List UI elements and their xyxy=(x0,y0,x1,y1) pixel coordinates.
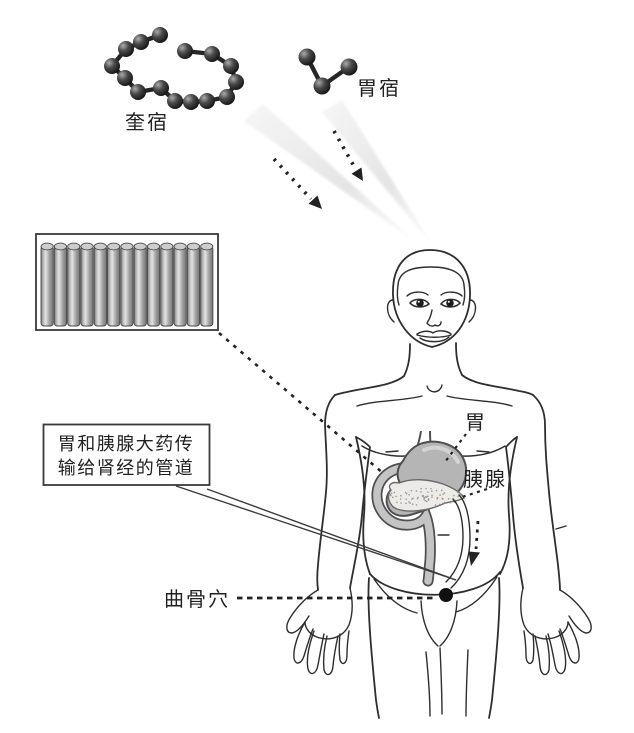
legs xyxy=(367,577,501,719)
right-eye xyxy=(439,298,462,308)
skull-outline xyxy=(392,249,471,348)
callout-box xyxy=(42,423,211,486)
callout-line1: 胃和胰腺大药传 xyxy=(58,434,195,454)
channel-flow-arrow xyxy=(468,520,480,566)
organs xyxy=(371,430,471,589)
clavicle-left xyxy=(356,395,423,407)
label-pointers xyxy=(237,433,488,600)
nipple-right xyxy=(476,450,490,453)
clavicle-right xyxy=(446,395,513,407)
hairline-left xyxy=(396,284,400,306)
left-ear xyxy=(386,299,395,323)
right-elbow-crease xyxy=(555,525,567,530)
dashed-arrow-left-head xyxy=(308,195,322,209)
callout-line2: 输给肾经的管道 xyxy=(58,458,195,478)
kuixiu-constellation xyxy=(104,27,244,110)
right-eyebrow xyxy=(440,291,463,297)
dashed-arrow-left xyxy=(272,157,313,201)
left-arm xyxy=(286,394,371,676)
pancreas-label: 胰腺 xyxy=(463,468,507,491)
callout: 胃和胰腺大药传 输给肾经的管道 xyxy=(42,423,457,581)
qugu-acupoint-dot xyxy=(439,588,453,602)
stomach-label: 胃 xyxy=(465,412,487,434)
mouth xyxy=(416,330,452,343)
stomach-pointer-dashed xyxy=(444,433,467,463)
human-figure xyxy=(286,249,592,719)
rod-cylinders xyxy=(40,242,214,327)
nipple-left xyxy=(385,450,399,453)
pelvic-curve xyxy=(369,571,501,596)
beam-from-weixiu xyxy=(322,100,433,246)
left-eye xyxy=(408,298,431,308)
dashed-arrow-right-head xyxy=(351,167,363,181)
star-beams xyxy=(244,100,433,246)
rod-box xyxy=(35,233,219,331)
influence-arrows xyxy=(272,130,363,209)
hair-fringe xyxy=(397,266,465,286)
channel-tube xyxy=(445,494,471,589)
hairline-right xyxy=(462,284,466,306)
rod-box-pointer-dashed xyxy=(218,332,385,475)
left-eyebrow xyxy=(406,291,429,297)
head xyxy=(386,249,477,348)
weixiu-label: 胃宿 xyxy=(357,77,401,100)
duodenum xyxy=(371,462,436,587)
nose xyxy=(426,309,442,327)
right-ear xyxy=(468,299,477,323)
neck-shoulders xyxy=(334,342,534,407)
throat-notch xyxy=(426,384,443,393)
beam-from-kuixiu xyxy=(244,104,417,243)
weixiu-constellation xyxy=(298,48,358,95)
kuixiu-label: 奎宿 xyxy=(125,111,169,134)
pancreas-texture xyxy=(389,487,462,506)
right-arm xyxy=(505,394,592,676)
qugu-label: 曲骨穴 xyxy=(164,588,230,611)
